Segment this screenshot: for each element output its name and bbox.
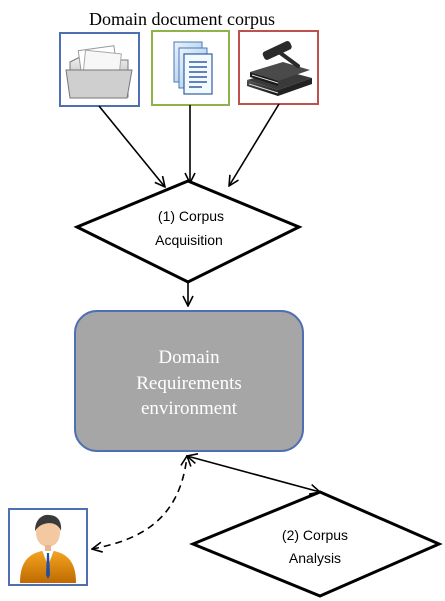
analysis-label-line1: (2) Corpus: [282, 527, 348, 543]
environment-analysis-arrow: [187, 456, 320, 492]
analysis-diamond: (2) Corpus Analysis: [189, 490, 443, 598]
environment-label-line2: Requirements: [136, 373, 242, 394]
user-environment-dashed-arrow: [92, 456, 187, 549]
documents-icon: [151, 30, 230, 106]
environment-label-line1: Domain: [158, 347, 220, 368]
analysis-label-line2: Analysis: [289, 550, 341, 566]
books-gavel-icon: [238, 30, 319, 105]
acquisition-label-line1: (1) Corpus: [158, 208, 224, 224]
user-icon: [8, 508, 88, 586]
folder-icon: [59, 32, 140, 107]
folder-to-acquisition-arrow: [98, 105, 165, 187]
corpus-title: Domain document corpus: [89, 9, 275, 29]
acquisition-diamond: (1) Corpus Acquisition: [73, 179, 303, 284]
books-to-acquisition-arrow: [229, 103, 280, 186]
environment-label-line3: environment: [141, 398, 238, 419]
environment-box: [74, 310, 304, 452]
acquisition-label-line2: Acquisition: [155, 232, 223, 248]
domain-requirements-environment: Domain Requirements environment: [74, 310, 304, 452]
